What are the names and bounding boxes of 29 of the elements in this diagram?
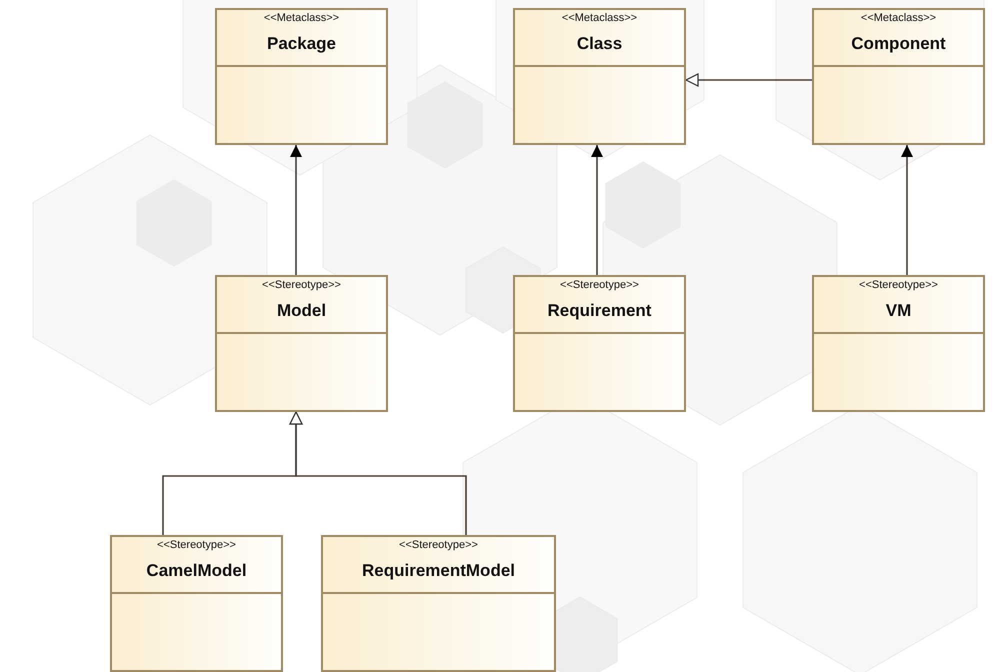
class-box [215, 8, 388, 145]
class-name: VM [884, 301, 912, 321]
generalization-arrow [290, 145, 302, 275]
stereotype-label: <<Stereotype>> [398, 539, 479, 551]
class-name: Package [266, 34, 337, 54]
class-name: Class [576, 34, 624, 54]
class-box [513, 8, 686, 145]
class-box [812, 275, 985, 412]
class-name: RequirementModel [360, 561, 516, 581]
stereotype-label: <<Stereotype>> [261, 279, 342, 291]
class-box [215, 275, 388, 412]
generalization-arrow [591, 145, 603, 275]
generalization-arrow [685, 73, 812, 87]
class-name: Model [276, 301, 328, 321]
stereotype-label: <<Metaclass>> [262, 12, 340, 24]
class-name: Component [850, 34, 947, 54]
stereotype-label: <<Stereotype>> [156, 539, 237, 551]
class-box [513, 275, 686, 412]
stereotype-label: <<Stereotype>> [559, 279, 640, 291]
class-box [812, 8, 985, 145]
generalization-arrow [901, 145, 913, 275]
stereotype-label: <<Stereotype>> [858, 279, 939, 291]
class-name: CamelModel [145, 561, 248, 581]
stereotype-label: <<Metaclass>> [860, 12, 938, 24]
generalization-arrow [289, 411, 467, 535]
class-name: Requirement [546, 301, 652, 321]
stereotype-label: <<Metaclass>> [560, 12, 638, 24]
class-box [321, 535, 556, 672]
class-box [110, 535, 283, 672]
